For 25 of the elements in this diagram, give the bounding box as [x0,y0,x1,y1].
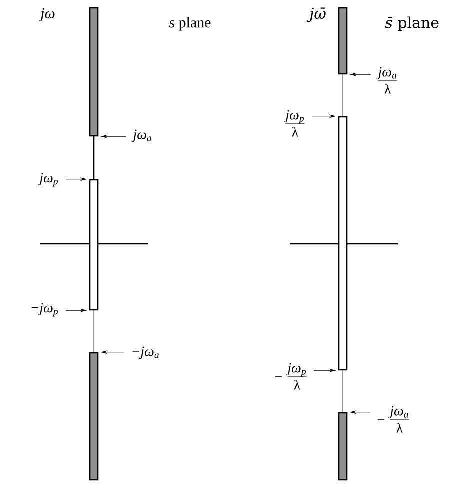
edge-label: −jω$_{p}$ [32,303,58,317]
arrow [66,309,87,312]
passband-bar [89,179,99,311]
stopband-bar [89,352,99,481]
plane-label: s̄ plane [385,16,439,32]
arrow [66,178,87,181]
edge-label: − jω$_{p}$ λ [275,363,307,390]
edge-label: jω$_{a}$ [132,130,152,142]
arrow [101,135,126,138]
edge-label: jω$_{a}$ λ [376,67,398,94]
arrow [350,410,370,414]
stopband-bar [338,412,348,481]
stopband-bar [89,7,99,137]
edge-label: jω$_{p}$ λ [284,110,305,137]
stopband-bar [338,7,348,75]
arrow [312,114,336,118]
edge-label: −jω$_{a}$ [132,346,159,360]
arrow [314,369,336,372]
edge-label: − jω$_{a}$ λ [378,406,410,433]
passband-bar [338,116,348,371]
arrow [350,73,372,76]
plane-label: s plane [169,17,211,31]
edge-label: jω$_{p}$ [38,173,58,187]
axis-label: jω [39,8,55,22]
arrow [101,350,124,354]
